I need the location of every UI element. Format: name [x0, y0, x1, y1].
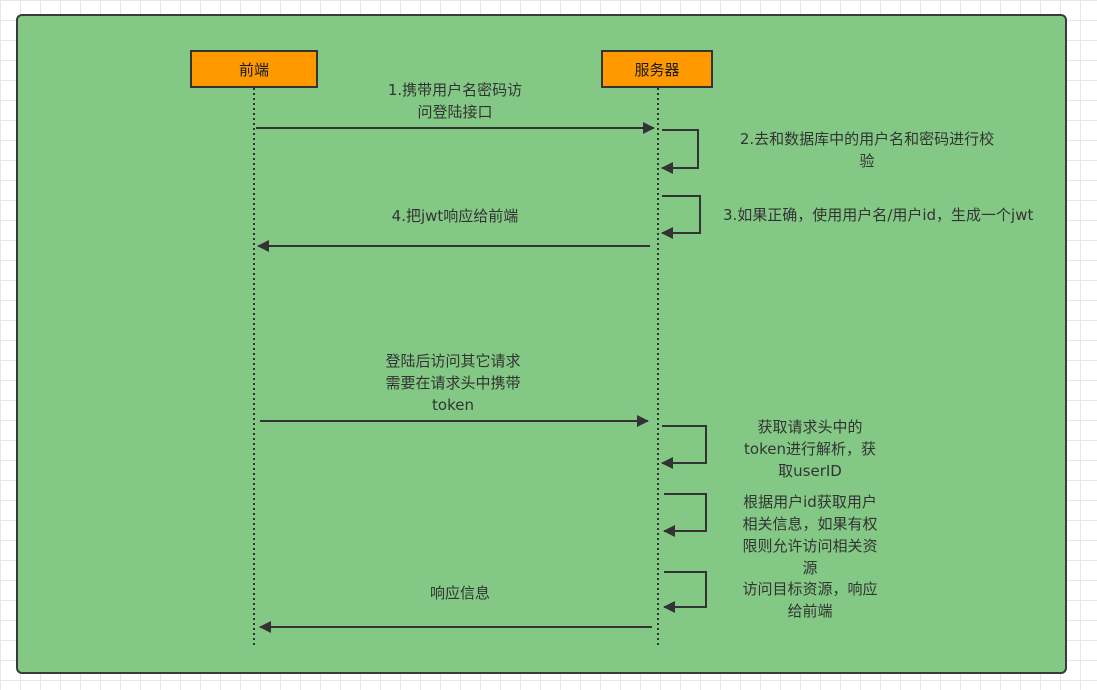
note-parse-token: 获取请求头中的 token进行解析，获 取userID: [744, 418, 876, 480]
note-check-permission: 根据用户id获取用户 相关信息，如果有权 限则允许访问相关资 源: [742, 493, 878, 577]
message-request-with-token: 登陆后访问其它请求 需要在请求头中携带 token: [385, 352, 521, 414]
actor-frontend: 前端: [190, 50, 318, 88]
note-generate-jwt: 3.如果正确，使用用户名/用户id，生成一个jwt: [723, 206, 1034, 224]
note-validate-credentials: 2.去和数据库中的用户名和密码进行校 验: [739, 130, 995, 170]
actor-server: 服务器: [601, 50, 713, 88]
message-login-request: 1.携带用户名密码访 问登陆接口: [387, 81, 523, 121]
message-response-info: 响应信息: [429, 584, 490, 602]
note-access-resource: 访问目标资源，响应 给前端: [742, 580, 878, 620]
message-return-jwt: 4.把jwt响应给前端: [391, 207, 519, 225]
diagram-canvas: [16, 14, 1067, 674]
